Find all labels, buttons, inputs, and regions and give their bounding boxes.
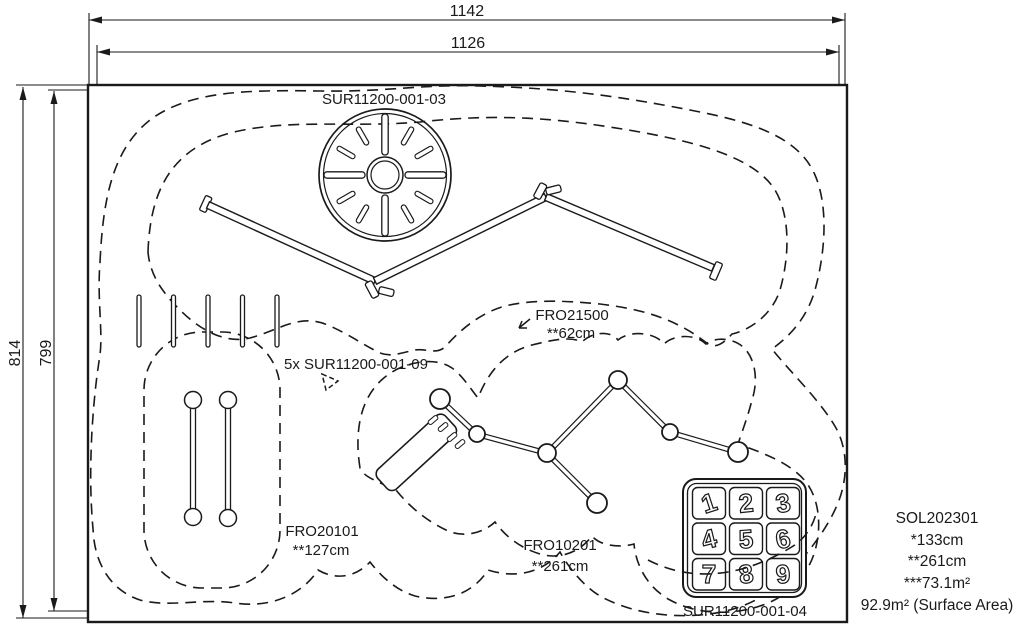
label-beam: FRO21500 <box>535 307 608 324</box>
summary-height-1: *133cm <box>911 532 964 549</box>
dim-height-outer-value: 814 <box>7 340 24 367</box>
hopscotch-digit: 6 <box>773 523 793 555</box>
hopscotch-digit: 3 <box>773 487 792 519</box>
zone-arc-over-panel <box>647 513 817 575</box>
carousel-top-view <box>318 108 452 242</box>
summary-block: SOL202301 *133cm **261cm ***73.1m² 92.9m… <box>861 510 1013 614</box>
impact-area-parallel-bars <box>143 331 281 589</box>
dim-arrow-right <box>832 16 845 24</box>
dim-width-inner-value: 1126 <box>451 35 486 52</box>
label-beam-height: **62cm <box>547 325 595 342</box>
summary-height-2: **261cm <box>908 553 967 570</box>
hopscotch-digit: 8 <box>737 558 756 590</box>
dimension-height-inner: 799 <box>38 89 88 612</box>
dim-height-inner-value: 799 <box>38 340 55 367</box>
summary-product-code: SOL202301 <box>896 510 979 527</box>
hopscotch-panel: 1 2 3 4 5 6 7 8 9 <box>647 478 817 598</box>
climber-ramp <box>375 413 458 492</box>
leader-arrow-icon <box>518 318 531 329</box>
hopscotch-digit: 9 <box>774 558 791 589</box>
hopscotch-cells <box>691 486 801 591</box>
hopscotch-digit: 5 <box>738 524 755 555</box>
label-hopscotch: SUR11200-001-04 <box>683 603 807 620</box>
carousel-ticks <box>336 126 434 224</box>
dimension-width-outer: 1142 <box>88 3 846 85</box>
hopscotch-digits: 1 2 3 4 5 6 7 8 9 <box>697 486 794 591</box>
palisade-posts <box>136 294 280 348</box>
dim-width-outer-value: 1142 <box>450 3 485 20</box>
dim-arrow-left <box>89 16 102 24</box>
safety-zone-outline <box>89 84 847 617</box>
label-parallel-bars: FRO20101 <box>285 523 358 540</box>
carousel-spokes <box>323 113 447 237</box>
label-posts: 5x SUR11200-001-09 <box>284 356 428 373</box>
pointer-triangle-icon <box>320 372 340 392</box>
dimension-width-inner: 1126 <box>96 35 840 85</box>
label-climber: FRO10201 <box>523 537 596 554</box>
label-climber-height: **261cm <box>532 558 589 575</box>
summary-impact-area: ***73.1m² <box>904 575 970 592</box>
parallel-bars <box>183 390 238 528</box>
balance-beam <box>199 182 723 299</box>
climbing-net <box>375 370 749 514</box>
summary-surface-area: 92.9m² (Surface Area) <box>861 597 1013 614</box>
hopscotch-digit: 2 <box>737 487 755 518</box>
dimension-height-outer: 814 <box>7 84 88 619</box>
label-carousel: SUR11200-001-03 <box>322 91 446 108</box>
label-parallel-bars-height: **127cm <box>293 542 350 559</box>
